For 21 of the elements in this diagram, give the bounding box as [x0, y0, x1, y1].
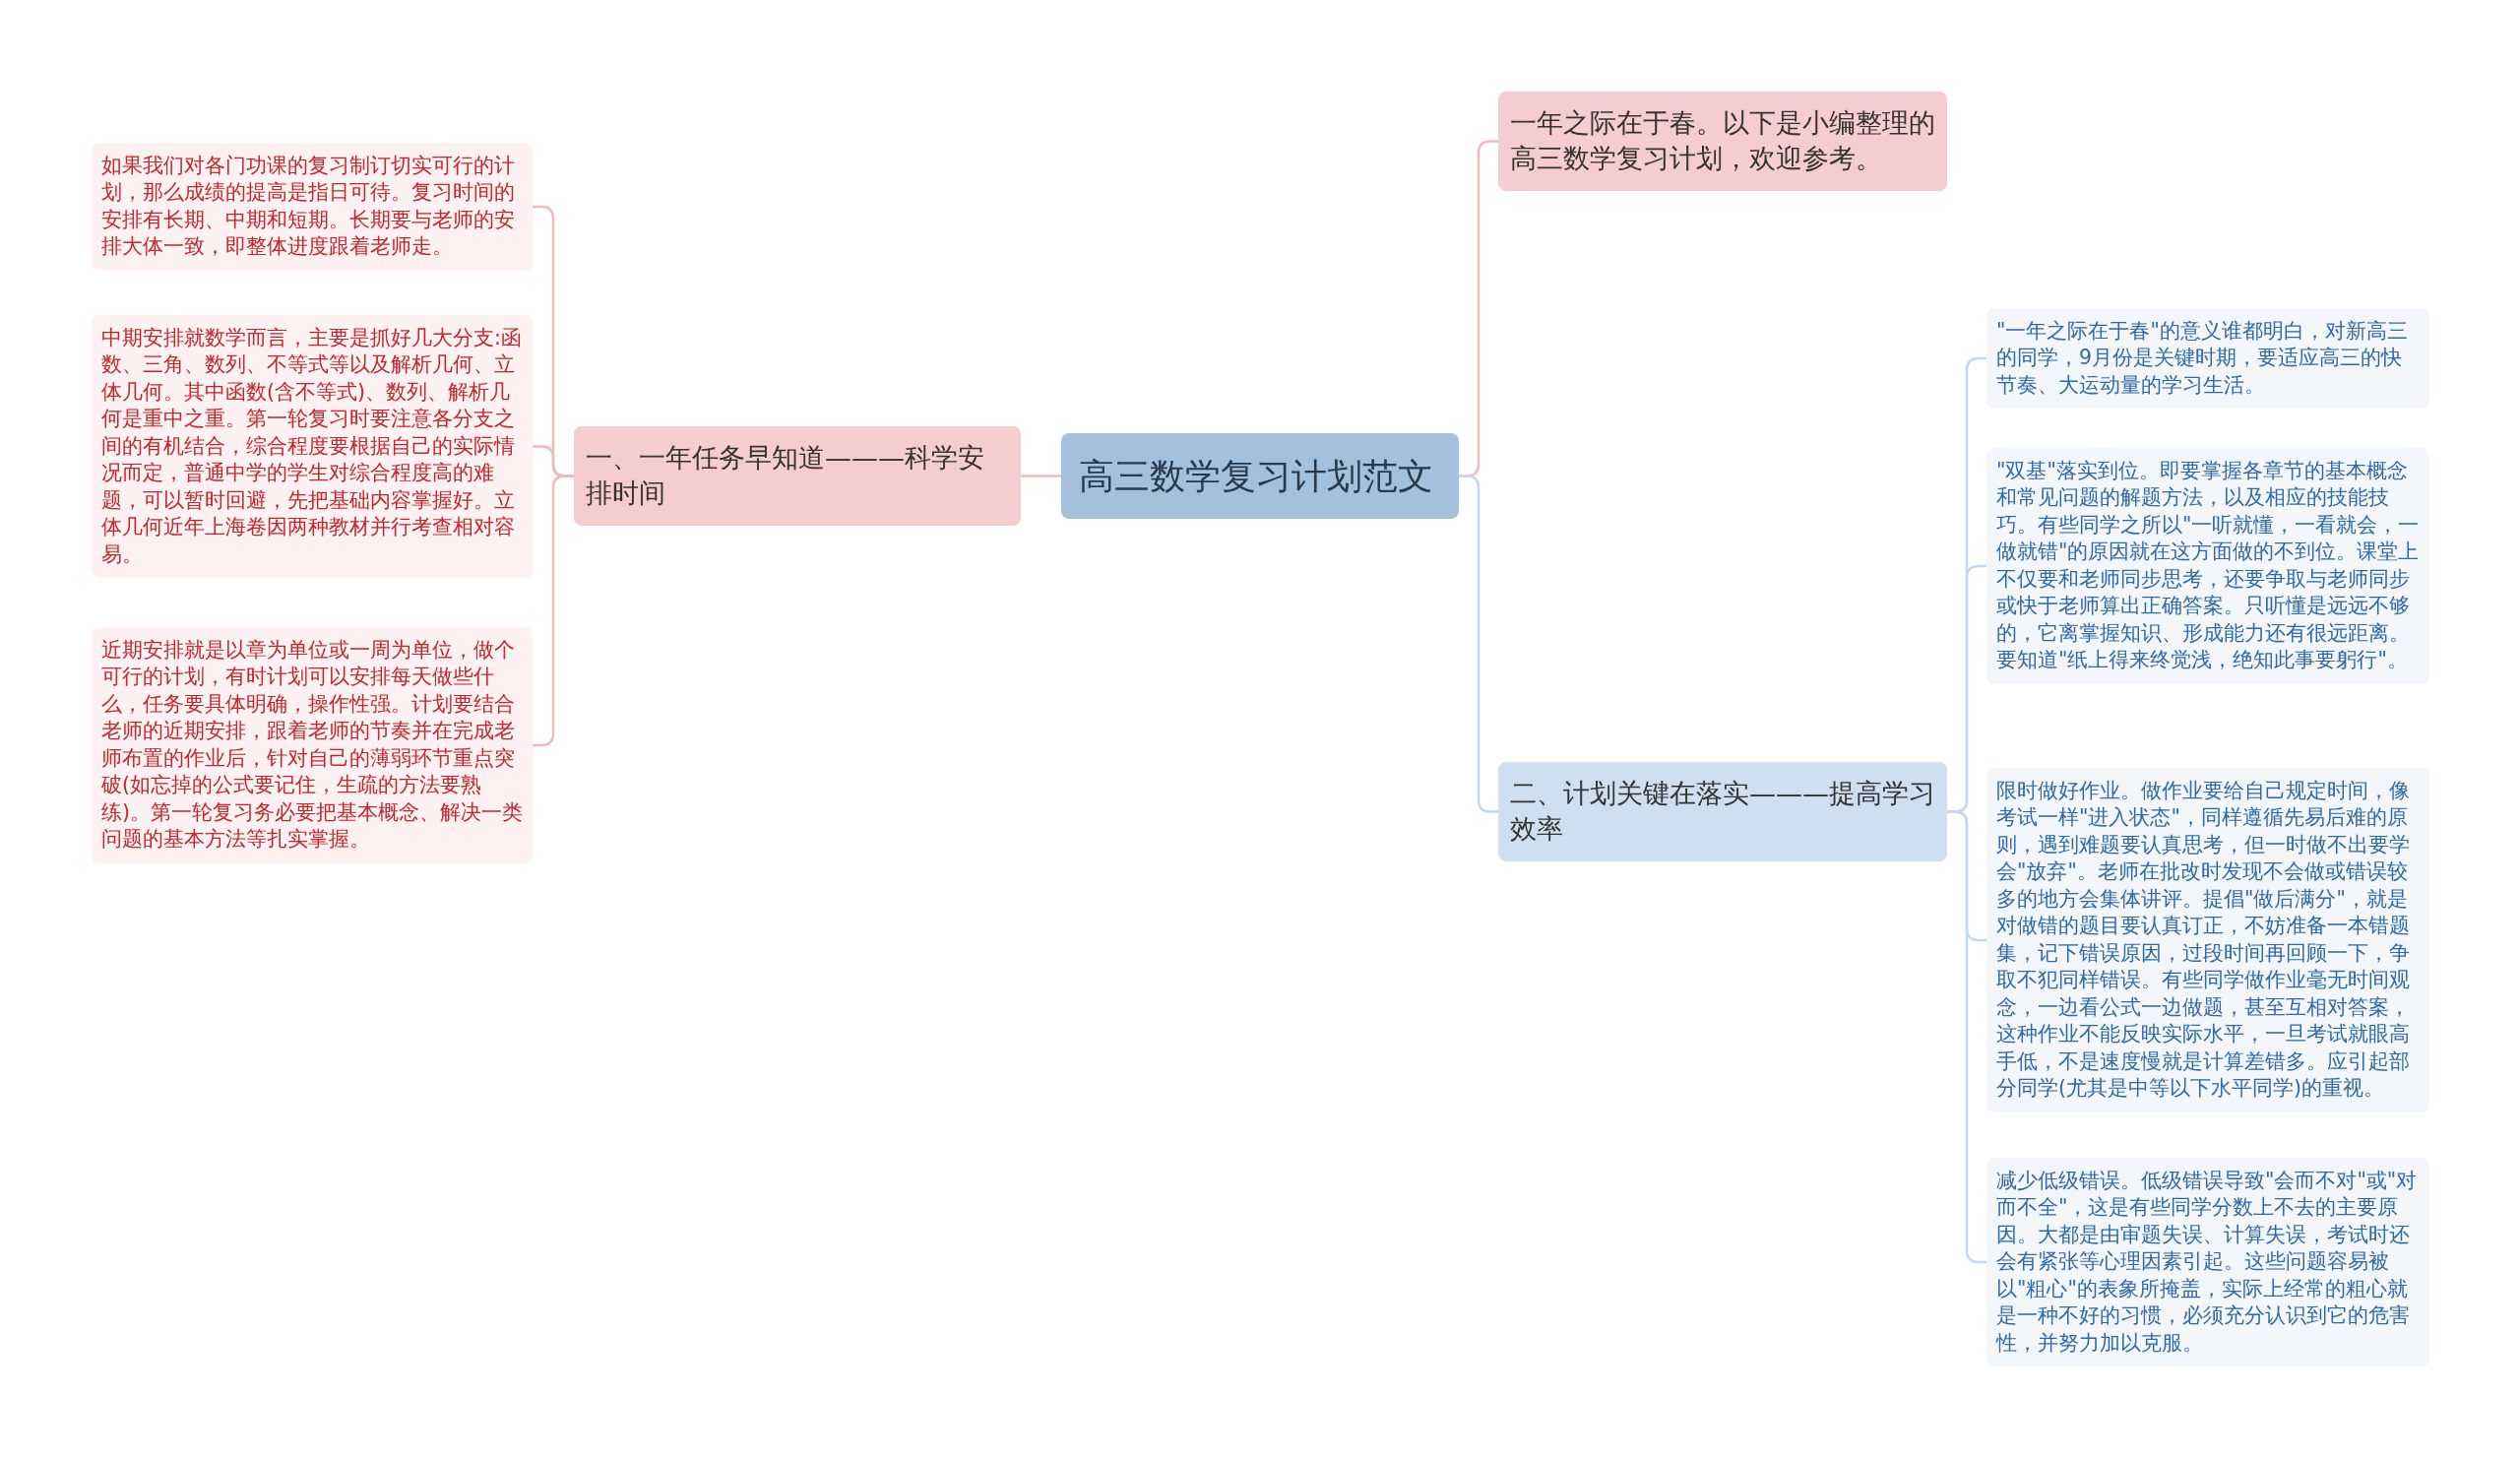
- note-text: 近期安排就是以章为单位或一周为单位，做个可行的计划，有时计划可以安排每天做些什么，任务要具体明确，操作性强。计划要结合老师的近期安排，跟着老师的节奏并在完成老师布置的作业后，针对自己的薄弱环节重点突破(如忘掉的公式要记住，生疏的方法要熟练)。第一轮复习务必要把基本概念、解决一类问题的基本方法等扎实掌握。: [101, 637, 523, 854]
- connector-line: [533, 475, 574, 747]
- note-text: 如果我们对各门功课的复习制订切实可行的计划，那么成绩的提高是指日可待。复习时间的安排有长期、中期和短期。长期要与老师的安排大体一致，即整体进度跟着老师走。: [101, 153, 516, 261]
- connector-line: [1459, 475, 1498, 813]
- note-text: 限时做好作业。做作业要给自己规定时间，像考试一样"进入状态"，同样遵循先易后难的原则，遇到难题要认真思考，但一时做不出要学会"放弃"。老师在批改时发现不会做或错误较多的地方会集体讲评。提倡"做后满分"，就是对做错的题目要认真订正，不妨准备一本错题集，记下错误原因，过段时间再回顾一下，争取不犯同样错误。有些同学做作业毫无时间观念，一边看公式一边做题，甚至互相对答案，这种作业不能反映实际水平，一旦考试就眼高手低，不是速度慢就是计算差错多。应引起部分同学(尤其是中等以下水平同学)的重视。: [1996, 778, 2411, 1103]
- note-text: "双基"落实到位。即要掌握各章节的基本概念和常见问题的解题方法，以及相应的技能技巧。有些同学之所以"一听就懂，一看就会，一做就错"的原因就在这方面做的不到位。课堂上不仅要和老师同步思考，还要争取与老师同步或快于老师算出正确答案。只听懂是远远不够的，它离掌握知识、形成能力还有很远距离。要知道"纸上得来终觉浅，绝知此事要躬行"。: [1996, 458, 2420, 674]
- branch-text: 一、一年任务早知道———科学安排时间: [586, 441, 985, 511]
- note-text: 减少低级错误。低级错误导致"会而不对"或"对而不全"，这是有些同学分数上不去的主要原因。大都是由审题失误、计算失误，考试时还会有紧张等心理因素引起。这些问题容易被以"粗心"的表象所掩盖，实际上经常的粗心就是一种不好的习惯，必须充分认识到它的危害性，并努力加以克服。: [1996, 1168, 2419, 1357]
- branch-text: 一年之际在于春。以下是小编整理的高三数学复习计划，欢迎参考。: [1510, 106, 1935, 176]
- branch-text: 二、计划关键在落实———提高学习效率: [1510, 777, 1935, 847]
- note-card: [92, 143, 533, 271]
- topic-text: 高三数学复习计划范文: [1079, 455, 1434, 498]
- branch-box: [1498, 762, 1947, 861]
- topic-box: [1061, 433, 1459, 520]
- note-card: [1986, 308, 2429, 410]
- branch-box: [574, 426, 1021, 526]
- note-text: "一年之际在于春"的意义谁都明白，对新高三的同学，9月份是关键时期，要适应高三的快节奏、大运动量的学习生活。: [1996, 318, 2409, 399]
- note-text: 中期安排就数学而言，主要是抓好几大分支:函数、三角、数列、不等式等以及解析几何、立体几何。其中函数(含不等式)、数列、解析几何是重中之重。第一轮复习时要注意各分支之间的有机结合，综合程度要根据自己的实际情况而定，普通中学的学生对综合程度高的难题，可以暂时回避，先把基础内容掌握好。立体几何近年上海卷因两种教材并行考查相对容易。: [101, 325, 523, 568]
- connector-line: [1947, 810, 1986, 1264]
- connector-line: [1021, 475, 1061, 477]
- branch-box: [1498, 92, 1947, 191]
